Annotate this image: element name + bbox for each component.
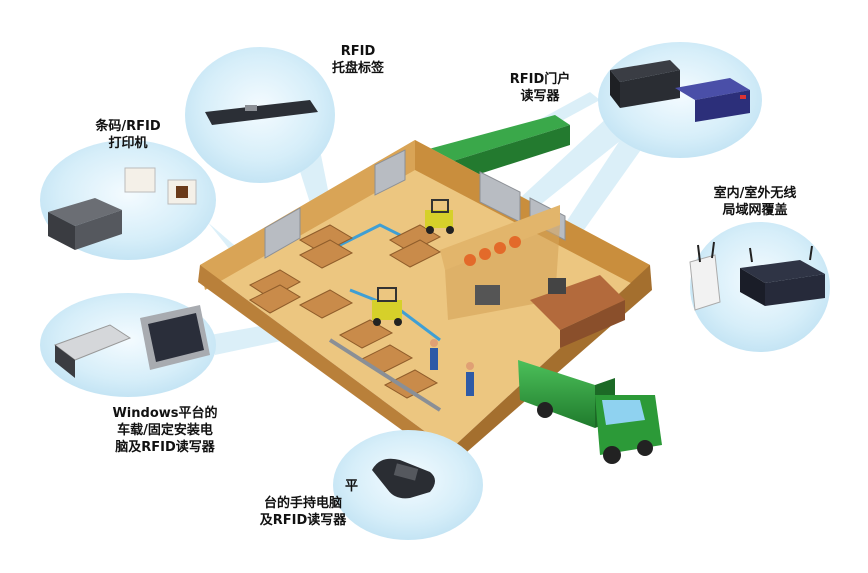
bubble-vehicle-pc xyxy=(40,293,216,397)
label-handheld: 平 台的手持电脑 及RFID读写器 xyxy=(248,478,358,529)
truck-icon xyxy=(518,360,662,464)
label-vehicle-pc: Windows平台的 车载/固定安装电 脑及RFID读写器 xyxy=(95,405,235,456)
label-line: 台的手持电脑 xyxy=(248,495,358,512)
label-line: 局域网覆盖 xyxy=(690,202,820,219)
bubble-wireless xyxy=(690,222,830,352)
label-portal-reader: RFID门户 读写器 xyxy=(490,71,590,105)
label-line: 平 xyxy=(248,478,358,495)
label-line: 及RFID读写器 xyxy=(248,512,358,529)
label-pallet-tag: RFID 托盘标签 xyxy=(318,43,398,77)
label-line: 车载/固定安装电 xyxy=(95,422,235,439)
label-wireless: 室内/室外无线 局域网覆盖 xyxy=(690,185,820,219)
label-line: Windows平台的 xyxy=(95,405,235,422)
label-line: 条码/RFID xyxy=(78,118,178,135)
label-line: 读写器 xyxy=(490,88,590,105)
label-line: 托盘标签 xyxy=(318,60,398,77)
label-line: RFID门户 xyxy=(490,71,590,88)
label-printer: 条码/RFID 打印机 xyxy=(78,118,178,152)
label-line: 脑及RFID读写器 xyxy=(95,439,235,456)
bubble-printer xyxy=(40,140,216,260)
bubble-pallet-tag xyxy=(185,47,335,183)
bubble-portal-reader xyxy=(598,42,762,158)
label-line: 打印机 xyxy=(78,135,178,152)
label-line: RFID xyxy=(318,43,398,60)
label-line: 室内/室外无线 xyxy=(690,185,820,202)
